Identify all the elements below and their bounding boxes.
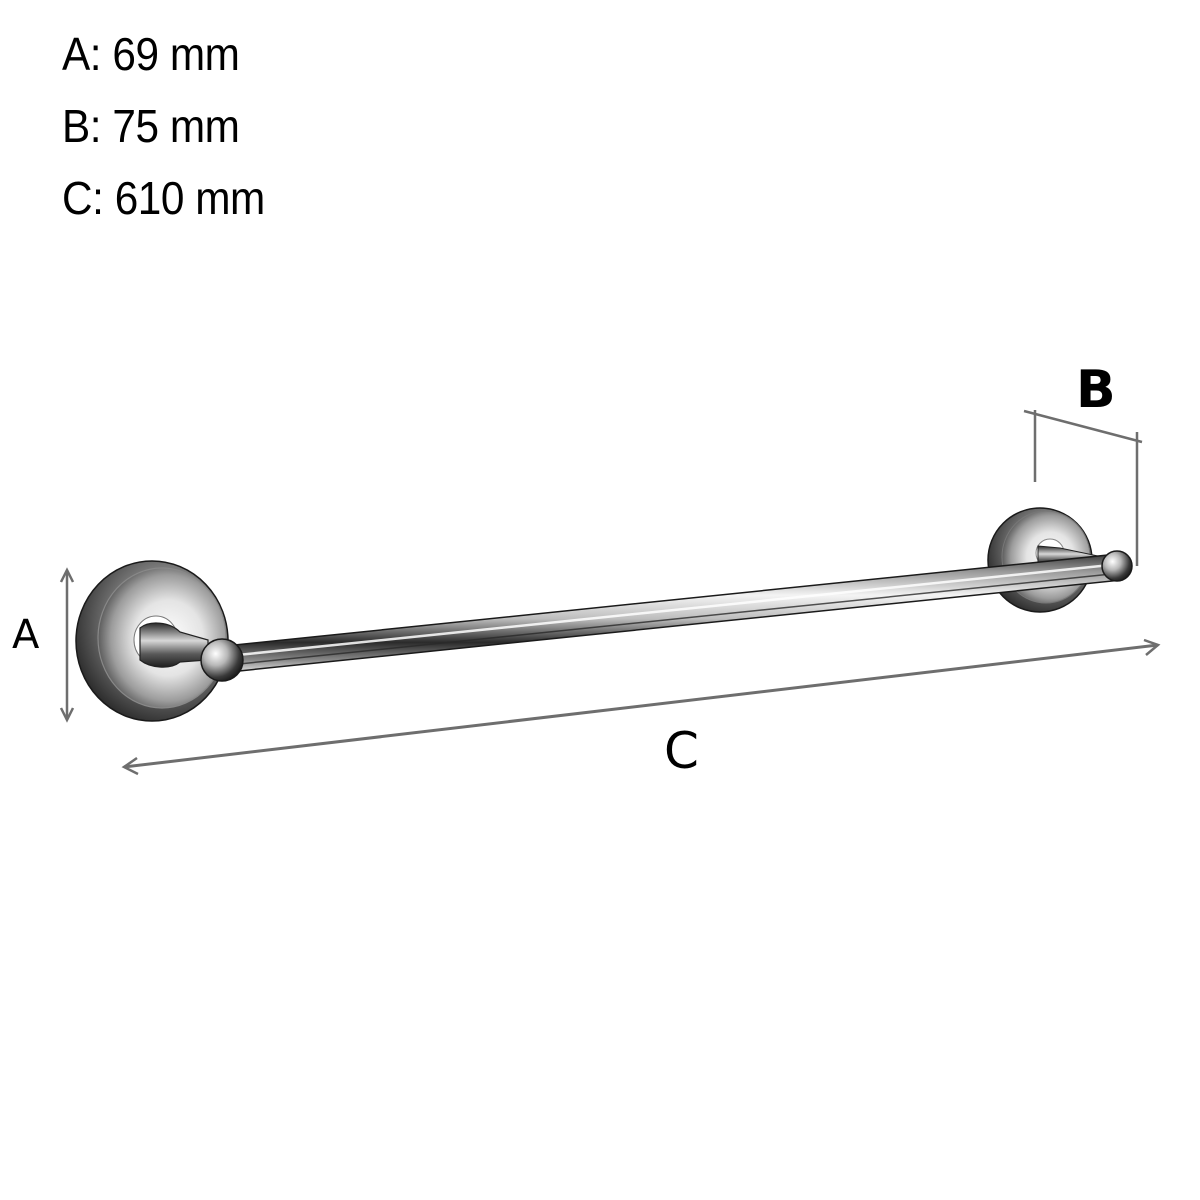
dimension-c-arrow [121, 638, 1161, 776]
dimension-label-c: C [664, 722, 699, 780]
spec-a: A: 69 mm [62, 28, 240, 80]
left-end-cap [200, 638, 244, 682]
dimension-label-a: A [12, 612, 40, 658]
spec-c: C: 610 mm [62, 172, 265, 224]
dimension-a-arrow [59, 567, 75, 723]
dimension-specs: A: 69 mm B: 75 mm C: 610 mm [62, 18, 282, 234]
towel-bar [224, 553, 1123, 673]
dimension-label-b: B [1076, 360, 1116, 420]
dimension-b-bracket [1023, 409, 1143, 566]
right-end-cap [1101, 550, 1133, 582]
spec-b: B: 75 mm [62, 100, 240, 152]
left-wall-mount [75, 560, 229, 722]
